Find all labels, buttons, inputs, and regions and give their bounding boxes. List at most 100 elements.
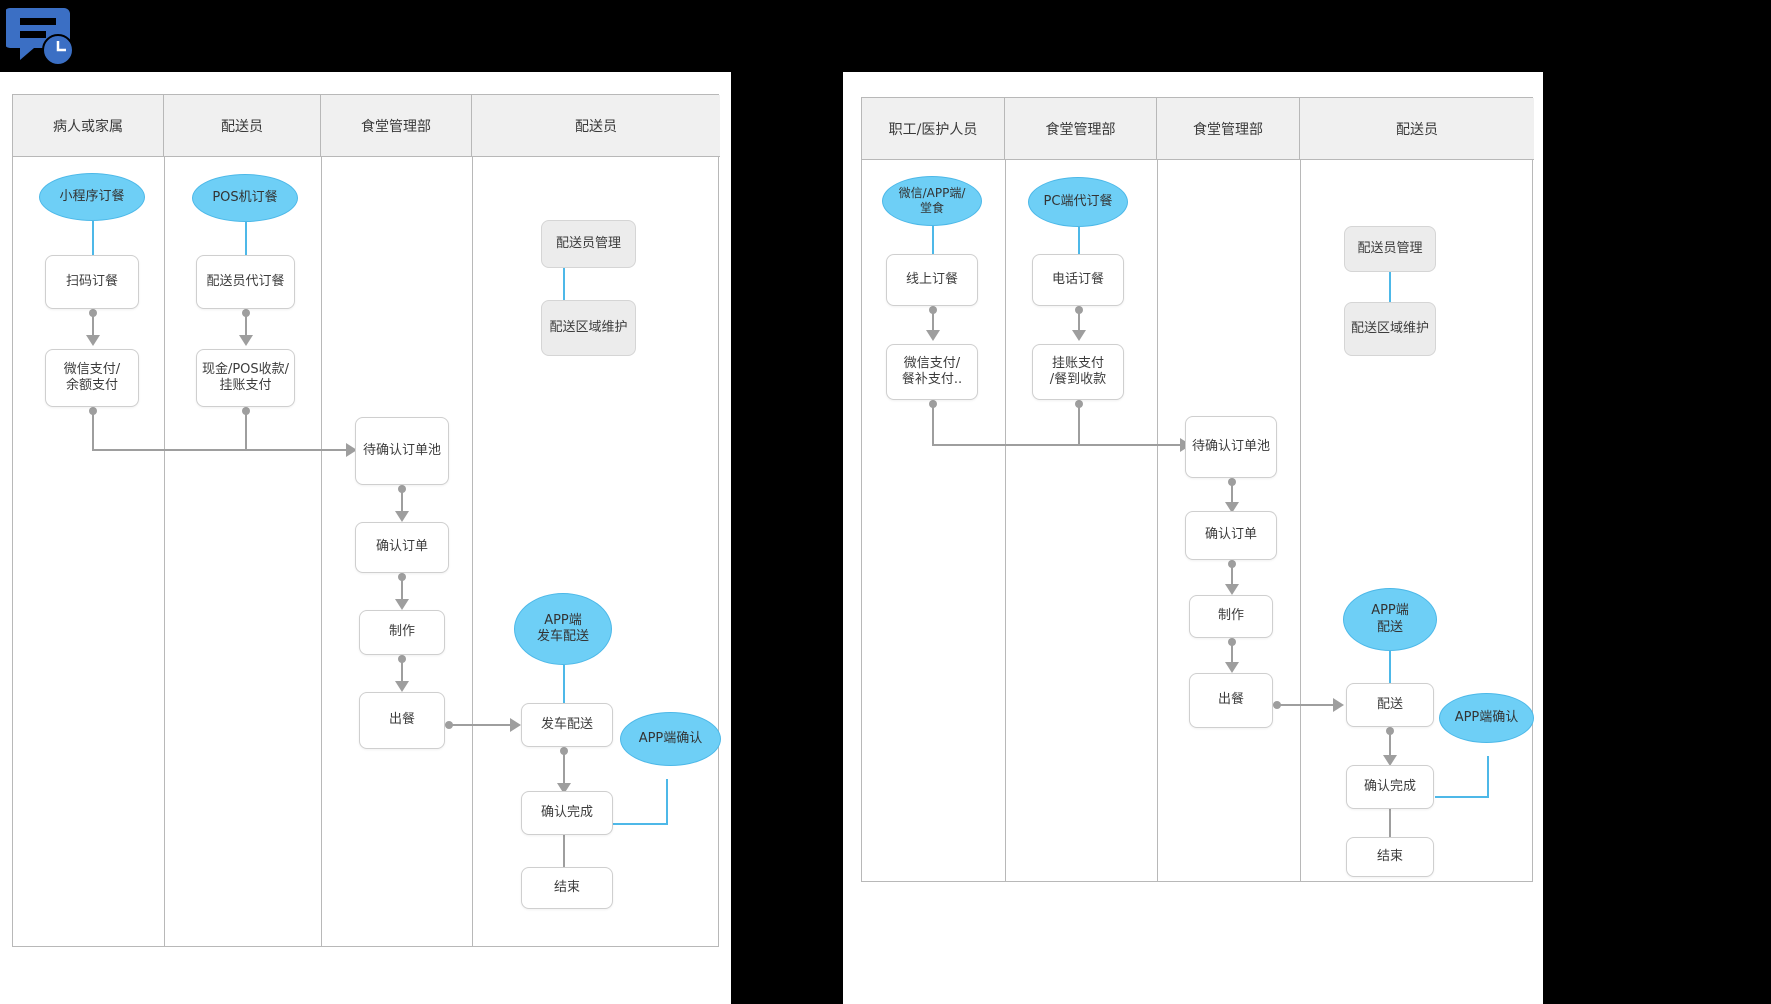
node-r4-area[interactable]: 配送区域维护: [1344, 302, 1436, 356]
connector-mgr-area: [563, 268, 565, 300]
lane-header-0: 职工/医护人员: [862, 98, 1005, 160]
connector-arrow: [1072, 330, 1086, 341]
lane-divider-2: [1157, 160, 1158, 881]
node-l1-scan[interactable]: 扫码订餐: [45, 255, 139, 309]
node-l3-pool[interactable]: 待确认订单池: [355, 417, 449, 485]
node-r4-appsend[interactable]: APP端 配送: [1343, 588, 1437, 651]
node-r4-appok[interactable]: APP端确认: [1439, 693, 1534, 743]
connector-scan-pay: [92, 313, 94, 341]
connector-arrow: [510, 718, 521, 732]
node-r1-pay[interactable]: 微信支付/ 餐补支付..: [886, 344, 978, 400]
node-r2-start2[interactable]: PC端代订餐: [1028, 177, 1128, 227]
node-l2-start2[interactable]: POS机订餐: [192, 174, 298, 222]
lane-divider-2: [321, 157, 322, 946]
connector-out-send: [449, 724, 514, 726]
node-l4-appsend[interactable]: APP端 发车配送: [514, 593, 612, 665]
connector-mgr-area: [1389, 272, 1391, 302]
connector-send-done: [563, 751, 565, 789]
lane-header-2: 食堂管理部: [1157, 98, 1300, 160]
connector-done-end: [1389, 809, 1391, 837]
connector-arrow: [926, 330, 940, 341]
node-r3-confirm[interactable]: 确认订单: [1185, 511, 1277, 560]
connector-confirm-make: [401, 577, 403, 605]
connector-arrow: [557, 783, 571, 794]
connector-proxy-pay: [245, 313, 247, 341]
node-r2-pay[interactable]: 挂账支付 /餐到收款: [1032, 344, 1124, 400]
connector-arrow: [346, 443, 357, 457]
node-l3-make[interactable]: 制作: [359, 610, 445, 655]
connector-pay-pool-v: [932, 404, 934, 446]
connector-arrow: [395, 511, 409, 522]
node-r3-out[interactable]: 出餐: [1189, 673, 1273, 728]
lane-divider-3: [472, 157, 473, 946]
node-r4-send[interactable]: 配送: [1346, 683, 1434, 727]
connector-arrow: [1383, 755, 1397, 766]
swimlane-table-left: 病人或家属 配送员 食堂管理部 配送员: [12, 94, 721, 947]
connector-arrow: [1225, 662, 1239, 673]
connector-start1-online: [932, 226, 934, 254]
connector-arrow: [86, 335, 100, 346]
node-l3-confirm[interactable]: 确认订单: [355, 522, 449, 573]
node-r1-start1[interactable]: 微信/APP端/ 堂食: [882, 176, 982, 226]
connector-arrow: [1225, 502, 1239, 513]
connector-pay2-pool-v: [1078, 404, 1080, 446]
lane-header-2: 食堂管理部: [321, 95, 472, 157]
connector-pool-confirm: [401, 489, 403, 517]
node-l4-send[interactable]: 发车配送: [521, 703, 613, 747]
node-r3-pool[interactable]: 待确认订单池: [1185, 416, 1277, 478]
lane-divider-1: [1005, 160, 1006, 881]
connector-confirm-make: [1231, 564, 1233, 590]
diagram-panel-right: 职工/医护人员 食堂管理部 食堂管理部 配送员: [843, 72, 1543, 1004]
node-l2-proxy[interactable]: 配送员代订餐: [196, 255, 295, 309]
node-l2-pay[interactable]: 现金/POS收款/ 挂账支付: [196, 349, 295, 407]
node-r1-online[interactable]: 线上订餐: [886, 254, 978, 306]
lane-header-1: 配送员: [164, 95, 321, 157]
node-r4-done[interactable]: 确认完成: [1346, 765, 1434, 809]
node-l4-mgr[interactable]: 配送员管理: [541, 220, 636, 268]
node-r4-mgr[interactable]: 配送员管理: [1344, 226, 1436, 272]
connector-pay-pool: [92, 411, 94, 451]
connector-pay-pool-h: [932, 444, 1185, 446]
connector-make-out: [401, 659, 403, 687]
node-l1-start1[interactable]: 小程序订餐: [39, 173, 145, 221]
connector-out-send: [1277, 704, 1337, 706]
connector-pay2-pool-h: [245, 449, 351, 451]
lane-header-3: 配送员: [1300, 98, 1534, 160]
node-l4-end[interactable]: 结束: [521, 867, 613, 909]
connector-appok-done-h: [1435, 796, 1489, 798]
connector-make-out: [1231, 642, 1233, 668]
connector-pay2-pool-h: [1078, 444, 1185, 446]
connector-start1-scan: [92, 221, 94, 255]
node-l4-done[interactable]: 确认完成: [521, 791, 613, 835]
connector-appok-done-v: [666, 779, 668, 825]
swimlane-table-right: 职工/医护人员 食堂管理部 食堂管理部 配送员: [861, 97, 1534, 882]
connector-pay2-pool: [245, 411, 247, 451]
connector-online-pay: [932, 310, 934, 336]
connector-start2-proxy: [245, 222, 247, 255]
connector-appok-done-v: [1487, 756, 1489, 798]
node-l1-pay[interactable]: 微信支付/ 余额支付: [45, 349, 139, 407]
diagram-panel-left: 病人或家属 配送员 食堂管理部 配送员: [0, 72, 731, 1004]
connector-done-end: [563, 835, 565, 867]
node-r4-end[interactable]: 结束: [1346, 837, 1434, 877]
connector-arrow: [395, 599, 409, 610]
connector-send-done: [1389, 731, 1391, 761]
lane-header-3: 配送员: [472, 95, 720, 157]
node-l4-area[interactable]: 配送区域维护: [541, 300, 636, 356]
node-r2-phone[interactable]: 电话订餐: [1032, 254, 1124, 306]
connector-arrow: [239, 335, 253, 346]
lane-header-0: 病人或家属: [13, 95, 164, 157]
node-r3-make[interactable]: 制作: [1189, 595, 1273, 638]
connector-phone-pay: [1078, 310, 1080, 336]
chat-clock-icon: [4, 4, 78, 70]
connector-arrow: [395, 681, 409, 692]
connector-appsend-send: [1389, 651, 1391, 683]
connector-pay-pool-h: [92, 449, 351, 451]
lane-header-1: 食堂管理部: [1005, 98, 1157, 160]
connector-appsend-send: [563, 665, 565, 703]
node-l3-out[interactable]: 出餐: [359, 692, 445, 749]
connector-arrow: [1225, 584, 1239, 595]
node-l4-appok[interactable]: APP端确认: [620, 712, 721, 766]
connector-appok-done-h: [608, 823, 668, 825]
connector-arrow: [1333, 698, 1344, 712]
